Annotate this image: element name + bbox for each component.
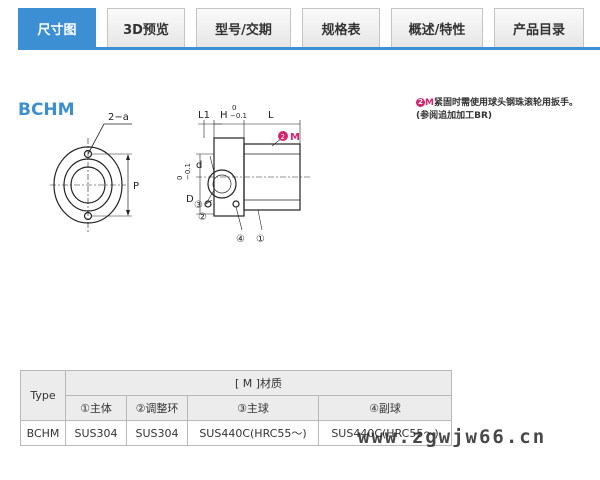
- product-code: BCHM: [18, 100, 75, 120]
- callout-4: ④: [236, 234, 245, 245]
- watermark: www.zgwjw66.cn: [358, 426, 547, 448]
- cell-adjust-ring: SUS304: [126, 420, 188, 446]
- note-line-1: 紧固时需使用球头钢珠滚轮用扳手。: [433, 98, 578, 108]
- h-tolerance-lower: −0.1: [230, 112, 247, 120]
- dia-label: D: [186, 194, 194, 205]
- cell-sub-ball: SUS440C(HRC55～): [318, 420, 452, 446]
- type-header: Type: [20, 370, 66, 421]
- dia-tolerance-lower: −0.1: [184, 163, 192, 180]
- note-line-2: (参阅追加加工BR): [416, 111, 493, 121]
- col-sub-ball: ④副球: [318, 395, 452, 421]
- callout-2-ring: ②: [198, 212, 207, 223]
- tab-dimension-drawing[interactable]: 尺寸图: [18, 8, 96, 48]
- col-main-ball: ③主球: [187, 395, 319, 421]
- tab-overview-features[interactable]: 概述/特性: [391, 8, 483, 48]
- tab-spec-table[interactable]: 规格表: [302, 8, 380, 48]
- callout-m: M: [290, 132, 300, 143]
- callout-1: ①: [256, 234, 265, 245]
- side-view: [196, 120, 310, 231]
- tab-bar: 尺寸图 3D预览 型号/交期 规格表 概述/特性 产品目录: [0, 0, 600, 52]
- dia-tolerance-upper: 0: [176, 176, 184, 180]
- material-badge-icon: [278, 131, 288, 141]
- h-label: H: [220, 110, 228, 121]
- cell-body: SUS304: [65, 420, 127, 446]
- d-label: d: [196, 160, 202, 171]
- dimension-drawing: 2−a P L1: [50, 104, 310, 245]
- tab-underline: [18, 47, 600, 50]
- pitch-label: P: [133, 181, 139, 192]
- tab-model-delivery[interactable]: 型号/交期: [196, 8, 291, 48]
- col-body: ①主体: [65, 395, 127, 421]
- l-label: L: [268, 110, 274, 121]
- tab-product-catalog[interactable]: 产品目录: [494, 8, 584, 48]
- hole-label: 2−a: [108, 112, 129, 123]
- note-badge-suffix: M: [425, 98, 434, 108]
- material-table: Type [ M ]材质 ①主体 ②调整环 ③主球 ④副球 BCHM SUS30…: [20, 370, 452, 446]
- row-type: BCHM: [20, 420, 66, 446]
- h-tolerance-upper: 0: [232, 104, 236, 112]
- col-adjust-ring: ②调整环: [126, 395, 188, 421]
- material-badge-icon: 2: [416, 98, 425, 107]
- cell-main-ball: SUS440C(HRC55～): [187, 420, 319, 446]
- l1-label: L1: [198, 110, 210, 121]
- callout-3: ③: [194, 200, 203, 211]
- material-group-header: [ M ]材质: [65, 370, 452, 396]
- tab-3d-preview[interactable]: 3D预览: [107, 8, 185, 48]
- callout-2: 2: [281, 133, 285, 141]
- table-row: BCHM SUS304 SUS304 SUS440C(HRC55～) SUS44…: [20, 420, 452, 446]
- front-view: [50, 123, 132, 232]
